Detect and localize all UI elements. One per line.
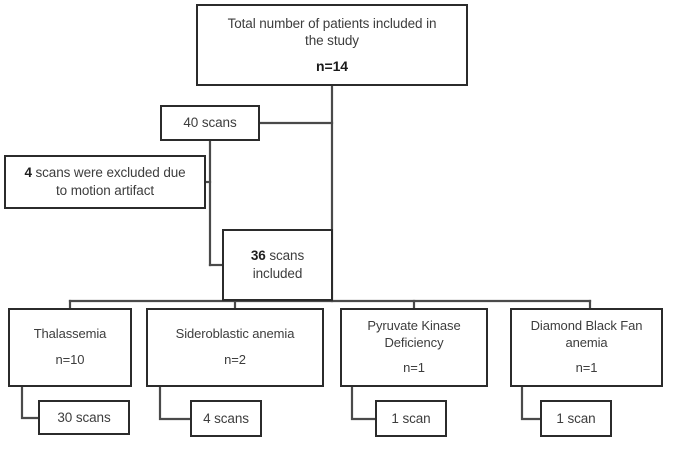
total-patients-count: n=14 bbox=[316, 57, 348, 74]
group-pyruvate-kinase-deficiency-n: n=1 bbox=[403, 360, 425, 376]
included-scans-count: 36 bbox=[250, 248, 266, 264]
node-total-scans: 40 scans bbox=[160, 105, 260, 141]
group-sideroblastic-anemia-n: n=2 bbox=[224, 352, 246, 367]
node-scans-thalassemia: 30 scans bbox=[38, 400, 130, 435]
node-group-diamond-black-fan-anemia: Diamond Black Fan anemia n=1 bbox=[510, 308, 663, 387]
included-scans-line2: included bbox=[252, 266, 303, 281]
node-total-patients: Total number of patients included in the… bbox=[196, 4, 468, 86]
node-scans-pyruvate-kinase-deficiency: 1 scan bbox=[375, 400, 447, 437]
node-excluded-scans: 4 scans were excluded due to motion arti… bbox=[4, 155, 206, 209]
included-scans-line1: 36 scans bbox=[251, 247, 304, 265]
connector-elbow-30-scans bbox=[20, 385, 40, 420]
total-scans-label: 40 scans bbox=[183, 115, 237, 131]
scans-diamond-black-fan-anemia-label: 1 scan bbox=[556, 410, 596, 426]
node-scans-sideroblastic-anemia: 4 scans bbox=[190, 400, 262, 437]
group-diamond-black-fan-anemia-n: n=1 bbox=[575, 360, 598, 376]
scans-pyruvate-kinase-deficiency-label: 1 scan bbox=[391, 410, 431, 426]
excluded-scans-text: scans were excluded due bbox=[31, 165, 186, 181]
scans-thalassemia-label: 30 scans bbox=[57, 409, 111, 425]
group-sideroblastic-anemia-name: Sideroblastic anemia bbox=[175, 326, 295, 342]
node-group-sideroblastic-anemia: Sideroblastic anemia n=2 bbox=[146, 308, 324, 387]
total-patients-line2: the study bbox=[305, 33, 359, 49]
excluded-scans-line2: to motion artifact bbox=[56, 183, 154, 198]
group-pyruvate-kinase-deficiency-line2: Deficiency bbox=[384, 334, 444, 350]
scans-sideroblastic-anemia-label: 4 scans bbox=[203, 410, 249, 426]
node-group-pyruvate-kinase-deficiency: Pyruvate Kinase Deficiency n=1 bbox=[340, 308, 488, 387]
node-included-scans: 36 scans included bbox=[222, 229, 333, 301]
group-diamond-black-fan-anemia-line2: anemia bbox=[565, 334, 608, 350]
connector-elbow-1-scan-a bbox=[350, 385, 377, 421]
excluded-scans-count: 4 bbox=[24, 165, 32, 181]
node-group-thalassemia: Thalassemia n=10 bbox=[8, 308, 132, 387]
group-pyruvate-kinase-deficiency-line1: Pyruvate Kinase bbox=[367, 317, 461, 333]
group-thalassemia-n: n=10 bbox=[55, 352, 85, 367]
group-diamond-black-fan-anemia-line1: Diamond Black Fan bbox=[530, 317, 643, 333]
group-thalassemia-name: Thalassemia bbox=[33, 326, 107, 342]
connector-elbow-1-scan-b bbox=[520, 385, 542, 421]
connector-elbow-4-scans bbox=[158, 385, 192, 421]
node-scans-diamond-black-fan-anemia: 1 scan bbox=[540, 400, 612, 437]
included-scans-text: scans bbox=[265, 248, 305, 264]
total-patients-line1: Total number of patients included in bbox=[227, 15, 437, 31]
excluded-scans-line1: 4 scans were excluded due bbox=[24, 164, 185, 182]
